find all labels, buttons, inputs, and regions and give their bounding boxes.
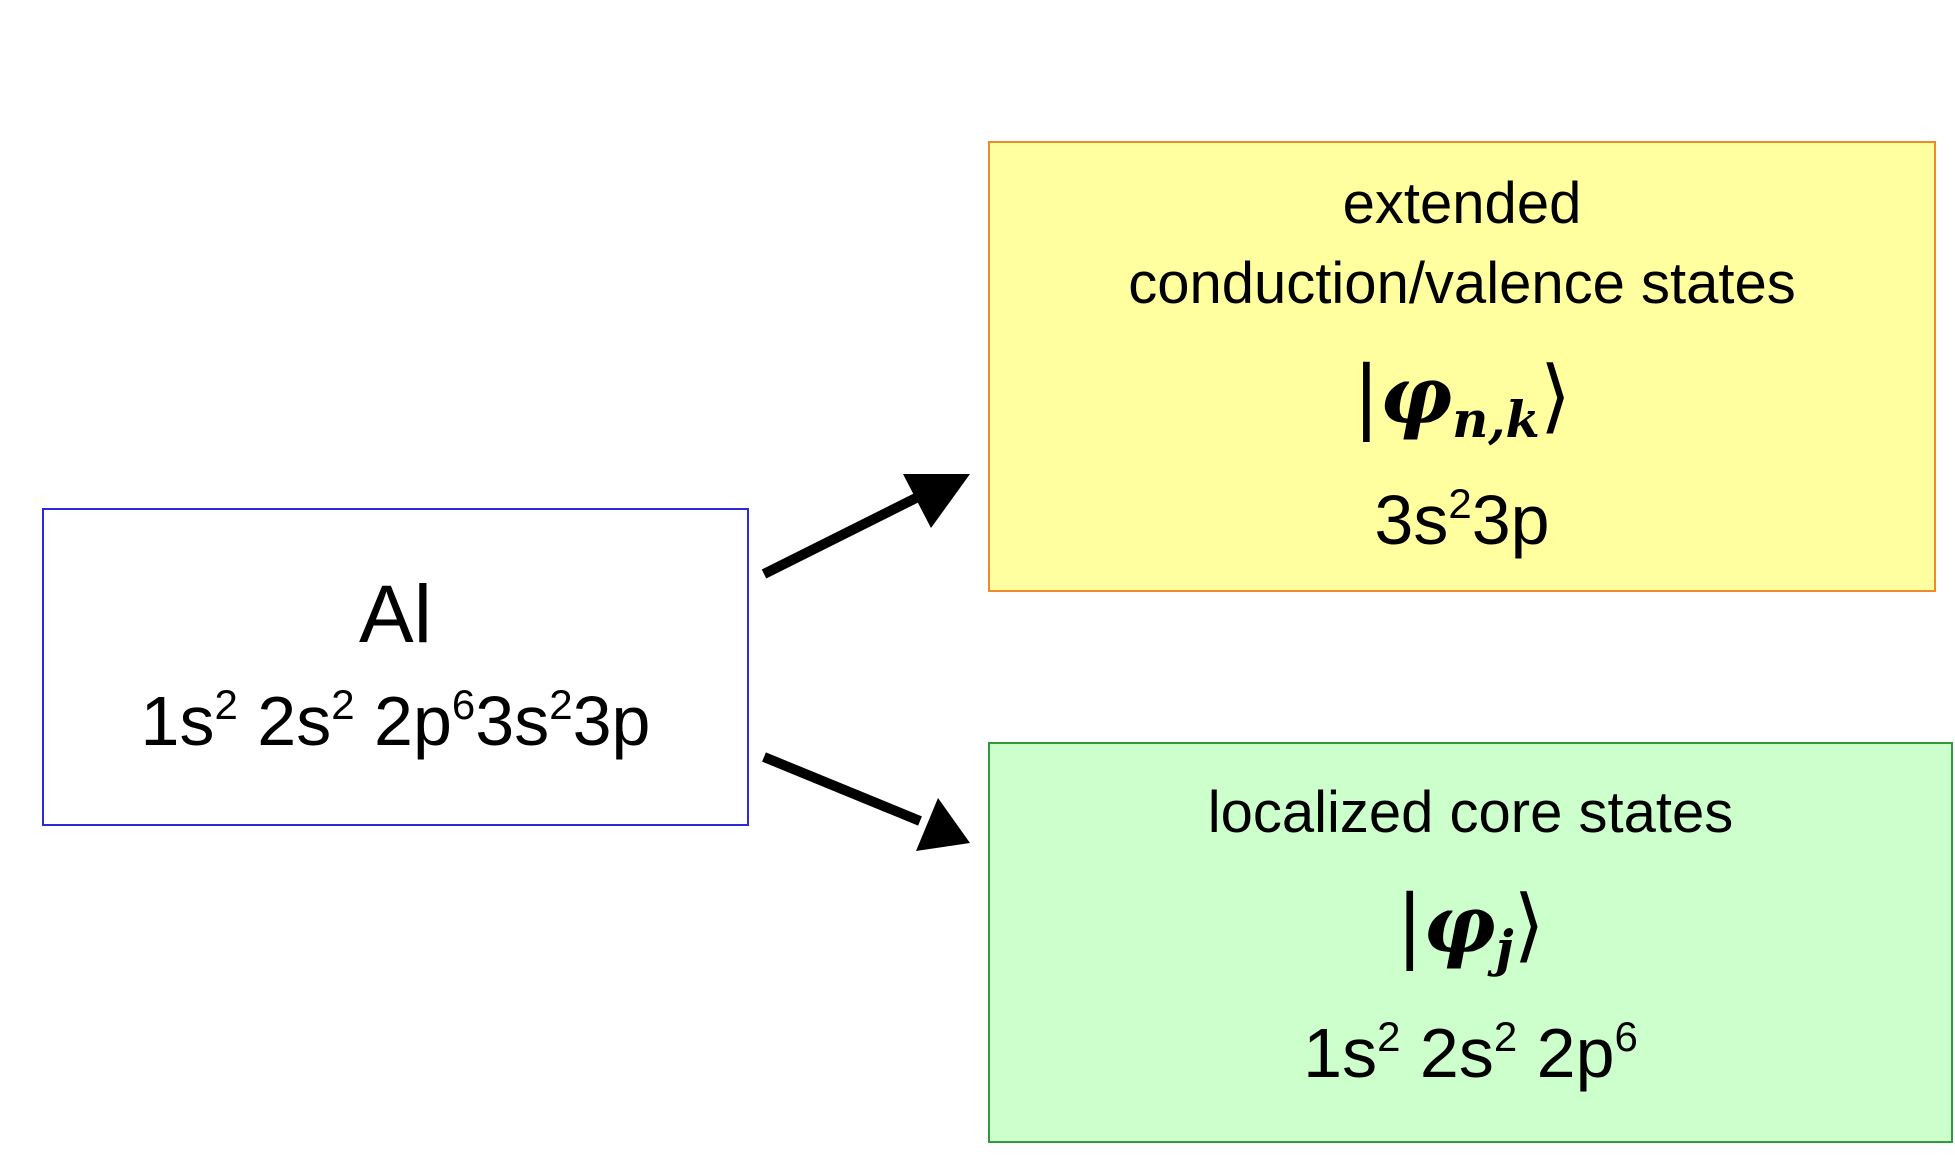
extended-ket: |φn,k⟩ xyxy=(1352,348,1572,449)
core-ket: |φj⟩ xyxy=(1396,877,1545,978)
extended-states-box: extended conduction/valence states |φn,k… xyxy=(988,141,1936,592)
arrow-to-extended-shaft xyxy=(761,492,921,579)
arrow-to-core-head xyxy=(916,798,970,851)
core-states-box: localized core states |φj⟩ 1s2 2s2 2p6 xyxy=(988,742,1953,1143)
arrow-to-core-shaft xyxy=(762,752,922,826)
extended-title-line1: extended xyxy=(1342,171,1582,236)
extended-title-line2: conduction/valence states xyxy=(1128,251,1796,316)
atom-symbol: Al xyxy=(359,569,432,660)
atom-electron-configuration: 1s2 2s2 2p63s23p xyxy=(140,680,651,760)
core-title: localized core states xyxy=(1207,780,1734,845)
arrow-to-extended-head xyxy=(903,474,970,528)
aluminum-atom-box: Al 1s2 2s2 2p63s23p xyxy=(42,508,749,826)
core-configuration: 1s2 2s2 2p6 xyxy=(1303,1012,1638,1092)
extended-configuration: 3s23p xyxy=(1374,479,1550,559)
